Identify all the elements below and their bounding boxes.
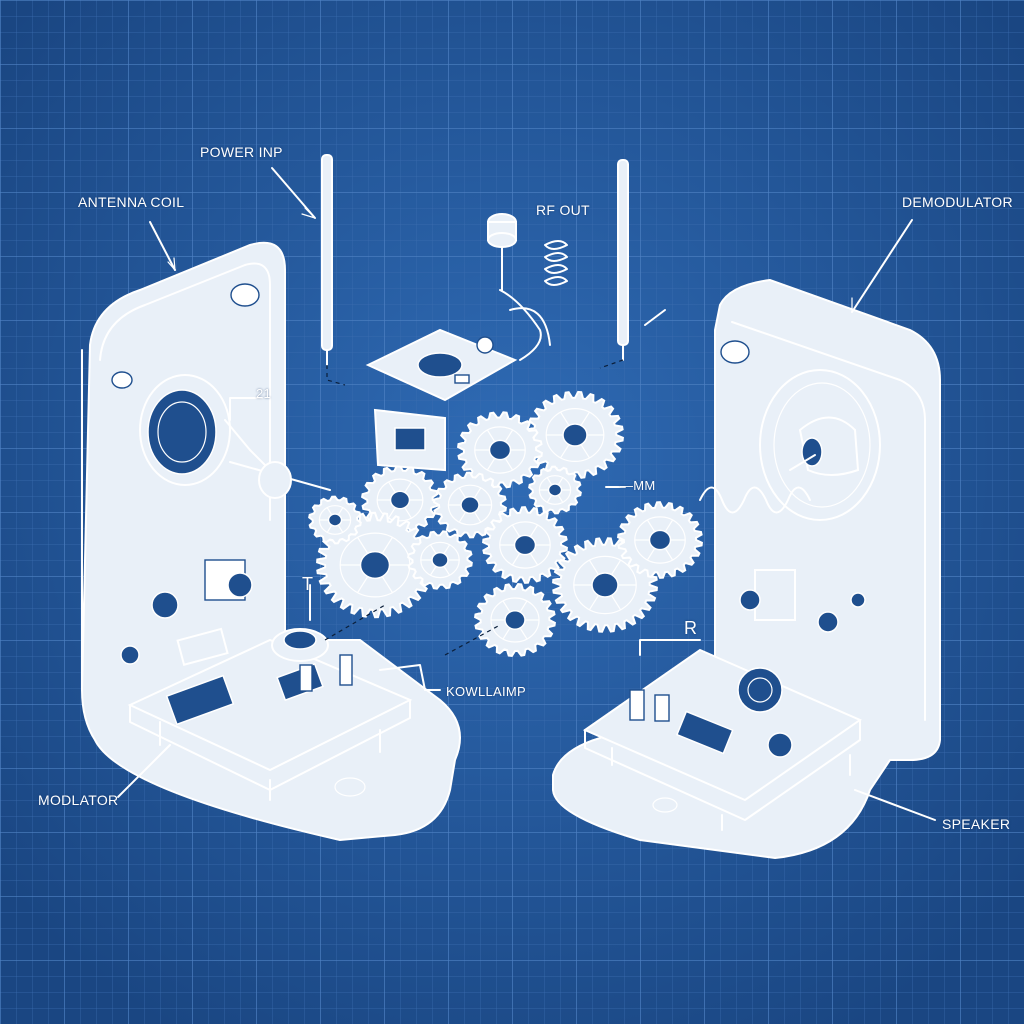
label-demodulator: DEMODULATOR bbox=[902, 194, 1013, 210]
gear-9 bbox=[474, 583, 556, 657]
label-21: 21 bbox=[256, 386, 272, 401]
chip bbox=[394, 427, 426, 451]
label-kowllaimp: KOWLLAIMP bbox=[446, 684, 526, 699]
coil-spring bbox=[699, 486, 811, 514]
top-parts bbox=[365, 213, 568, 402]
gear-11 bbox=[528, 465, 582, 515]
gear-2 bbox=[457, 411, 543, 489]
left-enclosure bbox=[80, 241, 461, 842]
gear-12 bbox=[308, 495, 362, 545]
leader-lines bbox=[117, 167, 936, 821]
gear-5 bbox=[433, 471, 507, 539]
spring-shaft bbox=[789, 454, 816, 471]
gear-10 bbox=[407, 530, 473, 590]
right-enclosure bbox=[552, 278, 941, 860]
gear-8 bbox=[617, 501, 703, 579]
label-antenna-coil: ANTENNA COIL bbox=[78, 194, 185, 210]
label-t-marker: T bbox=[302, 574, 314, 594]
gear-assembly bbox=[308, 390, 703, 657]
label-r-marker: R bbox=[684, 618, 698, 638]
antennas bbox=[321, 154, 629, 386]
label-rf-out: RF OUT bbox=[536, 202, 590, 218]
label-m-mm: —MM bbox=[620, 478, 656, 493]
label-modlator: MODLATOR bbox=[38, 792, 119, 808]
label-power-inp: POWER INP bbox=[200, 144, 283, 160]
label-speaker: SPEAKER bbox=[942, 816, 1011, 832]
left-hub bbox=[258, 461, 292, 499]
